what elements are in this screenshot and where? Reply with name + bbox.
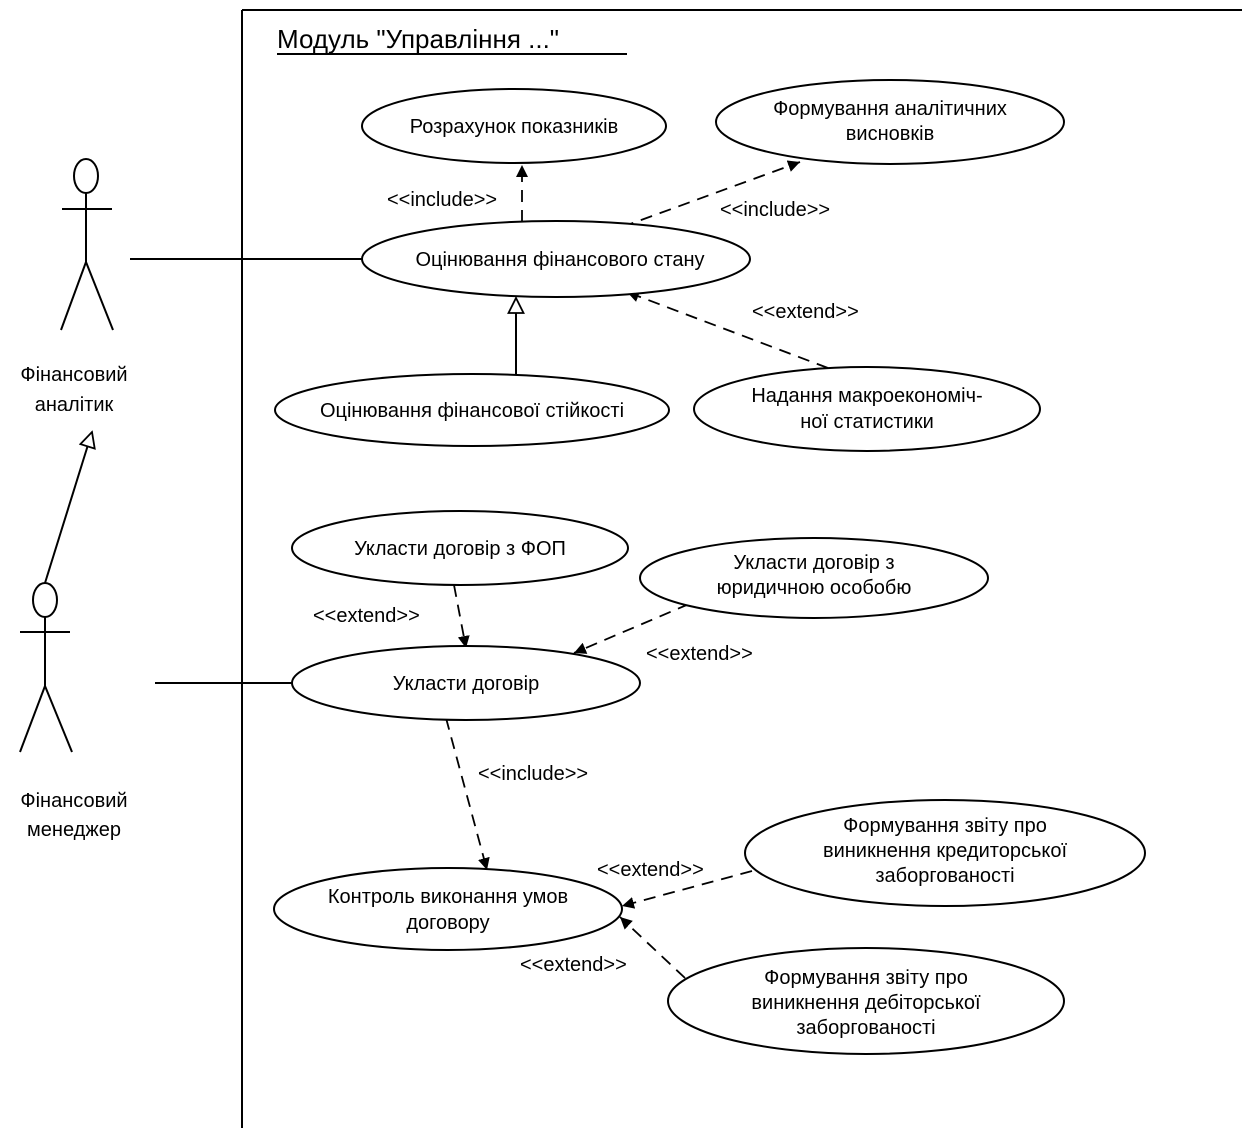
actor-label-line2: менеджер (27, 819, 121, 841)
use-case-debtor-report[interactable]: Формування звіту про виникнення дебіторс… (667, 947, 1065, 1055)
extend-fop-line (453, 584, 470, 649)
include-control-line (445, 717, 490, 871)
actor-financial-manager[interactable]: Фінансовий менеджер (19, 582, 128, 841)
extend-creditor-line (621, 870, 753, 909)
module-title: Модуль "Управління ..." (277, 24, 559, 54)
use-case-contract[interactable]: Укласти договір (291, 645, 641, 721)
use-case-label-line3: заборгованості (875, 865, 1014, 887)
use-case-label: Розрахунок показників (410, 116, 619, 138)
use-case-label-line3: заборгованості (796, 1017, 935, 1039)
use-case-contract-fop[interactable]: Укласти договір з ФОП (291, 510, 629, 586)
use-case-label-line2: договору (406, 912, 489, 934)
use-case-label-line2: юридичною особобю (717, 577, 912, 599)
system-boundary (241, 9, 1242, 1128)
use-case-label-line1: Формування звіту про (843, 815, 1047, 837)
actor-label-line1: Фінансовий (20, 364, 127, 386)
extend-debtor-label: <<extend>> (520, 954, 627, 976)
use-case-label: Укласти договір з ФОП (354, 538, 566, 560)
extend-creditor-label: <<extend>> (597, 859, 704, 881)
use-case-label-line2: виникнення дебіторської (751, 992, 981, 1014)
use-case-calc-indicators[interactable]: Розрахунок показників (361, 88, 667, 164)
extend-macro-label: <<extend>> (752, 301, 859, 323)
extend-fop-label: <<extend>> (313, 605, 420, 627)
use-case-label-line1: Надання макроекономіч- (751, 385, 982, 407)
extend-legal-line (573, 603, 690, 654)
actor-financial-analyst[interactable]: Фінансовий аналітик (20, 158, 128, 416)
extend-macro-line (626, 290, 829, 369)
use-case-label-line1: Формування звіту про (764, 967, 968, 989)
stick-figure-icon (19, 582, 73, 753)
extend-legal-label: <<extend>> (646, 643, 753, 665)
include-conclusions-label: <<include>> (720, 199, 830, 221)
use-case-label-line2: ної статистики (800, 411, 934, 433)
use-case-label-line2: виникнення кредиторської (823, 840, 1068, 862)
use-case-label-line1: Укласти договір з (733, 552, 894, 574)
actor-label-line1: Фінансовий (20, 790, 127, 812)
use-case-macro-stats[interactable]: Надання макроекономіч- ної статистики (693, 366, 1041, 452)
actor-label-line2: аналітик (35, 394, 114, 416)
use-case-label: Оцінювання фінансового стану (415, 249, 704, 271)
use-case-label-line1: Контроль виконання умов (328, 886, 568, 908)
extend-debtor-line (619, 916, 686, 979)
actor-generalization (44, 432, 92, 584)
use-case-contract-legal-entity[interactable]: Укласти договір з юридичною особобю (639, 537, 989, 619)
use-case-assess-stability[interactable]: Оцінювання фінансової стійкості (274, 373, 670, 447)
use-case-label-line1: Формування аналітичних (773, 98, 1007, 120)
use-case-assess-financial-state[interactable]: Оцінювання фінансового стану (361, 220, 751, 298)
use-case-label: Укласти договір (393, 673, 539, 695)
include-calc-label: <<include>> (387, 189, 497, 211)
use-case-creditor-report[interactable]: Формування звіту про виникнення кредитор… (744, 799, 1146, 907)
include-control-label: <<include>> (478, 763, 588, 785)
use-case-control-contract[interactable]: Контроль виконання умов договору (273, 867, 623, 951)
stick-figure-icon (60, 158, 114, 331)
use-case-label-line2: висновків (846, 123, 934, 145)
use-case-analytic-conclusions[interactable]: Формування аналітичних висновків (715, 79, 1065, 165)
use-case-label: Оцінювання фінансової стійкості (320, 400, 624, 422)
include-conclusions-line (621, 160, 801, 228)
